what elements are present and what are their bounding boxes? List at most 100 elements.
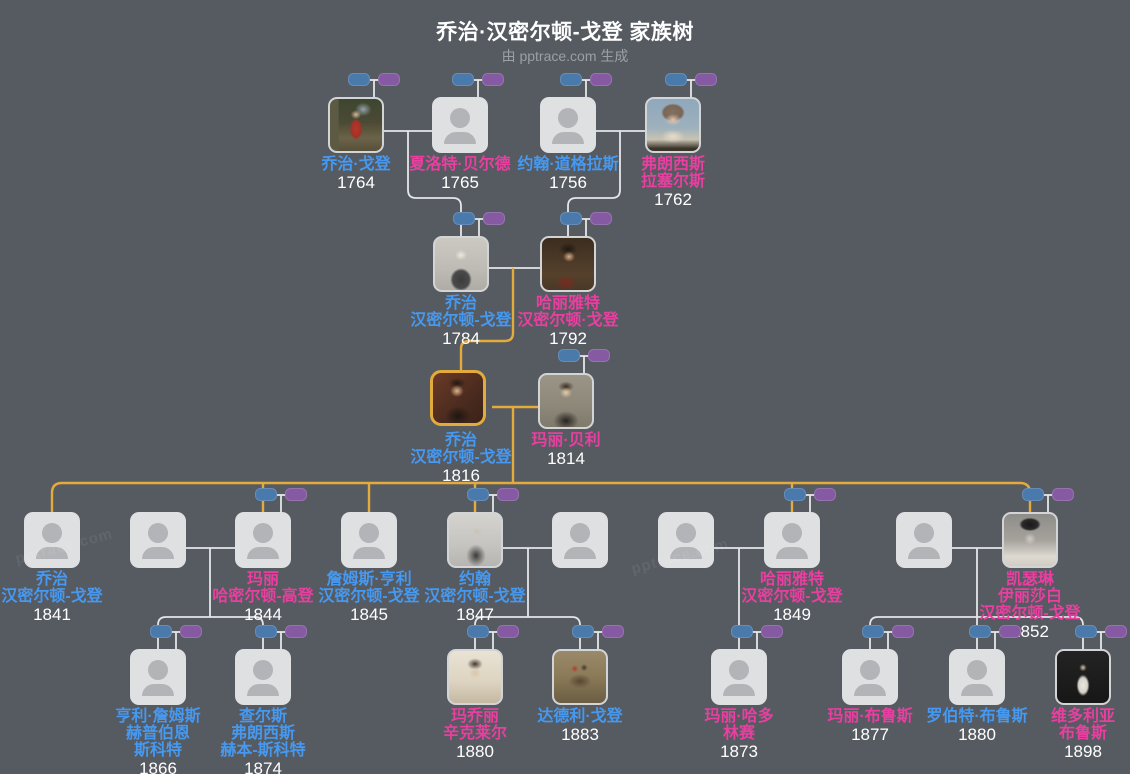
person-birth-year: 1880 (958, 725, 996, 744)
mother-link-icon[interactable] (482, 73, 504, 86)
person-birth-year: 1898 (1064, 742, 1102, 761)
person-name: 玛乔丽 (450, 708, 499, 725)
placeholder-avatar[interactable] (24, 512, 80, 568)
portrait-photo[interactable] (540, 236, 596, 292)
mother-link-icon[interactable] (814, 488, 836, 501)
father-link-icon[interactable] (665, 73, 687, 86)
mother-link-icon[interactable] (180, 625, 202, 638)
mother-link-icon[interactable] (588, 349, 610, 362)
mother-link-icon[interactable] (378, 73, 400, 86)
person-name: 林赛 (722, 725, 755, 742)
father-link-icon[interactable] (1022, 488, 1044, 501)
portrait-photo[interactable] (447, 512, 503, 568)
person-birth-year: 1816 (442, 466, 480, 485)
placeholder-avatar[interactable] (130, 512, 186, 568)
father-link-icon[interactable] (572, 625, 594, 638)
portrait-photo[interactable] (430, 370, 486, 426)
person-name: 汉密尔顿-戈登 (318, 588, 420, 605)
father-link-icon[interactable] (453, 212, 475, 225)
person-name: 汉密尔顿-戈登 (410, 312, 512, 329)
person-birth-year: 1784 (442, 329, 480, 348)
person-birth-year: 1880 (456, 742, 494, 761)
person-name: 詹姆斯·亨利 (326, 571, 412, 588)
mother-link-icon[interactable] (285, 625, 307, 638)
portrait-photo[interactable] (552, 649, 608, 705)
mother-link-icon[interactable] (695, 73, 717, 86)
person-name: 汉密尔顿-戈登 (979, 605, 1081, 622)
portrait-photo[interactable] (645, 97, 701, 153)
father-link-icon[interactable] (784, 488, 806, 501)
father-link-icon[interactable] (1075, 625, 1097, 638)
mother-link-icon[interactable] (590, 212, 612, 225)
father-link-icon[interactable] (467, 625, 489, 638)
placeholder-avatar[interactable] (711, 649, 767, 705)
person-birth-year: 1852 (1011, 622, 1049, 641)
mother-link-icon[interactable] (761, 625, 783, 638)
mother-link-icon[interactable] (999, 625, 1021, 638)
person-name: 乔治·戈登 (321, 156, 391, 173)
mother-link-icon[interactable] (483, 212, 505, 225)
father-link-icon[interactable] (558, 349, 580, 362)
placeholder-avatar[interactable] (658, 512, 714, 568)
father-link-icon[interactable] (862, 625, 884, 638)
father-link-icon[interactable] (467, 488, 489, 501)
mother-link-icon[interactable] (1105, 625, 1127, 638)
placeholder-avatar[interactable] (552, 512, 608, 568)
father-link-icon[interactable] (255, 625, 277, 638)
placeholder-avatar[interactable] (949, 649, 1005, 705)
person-name: 凯瑟琳 (1005, 571, 1054, 588)
mother-link-icon[interactable] (590, 73, 612, 86)
person-name: 伊丽莎白 (997, 588, 1062, 605)
portrait-photo[interactable] (538, 373, 594, 429)
placeholder-avatar[interactable] (540, 97, 596, 153)
father-link-icon[interactable] (560, 212, 582, 225)
portrait-photo[interactable] (447, 649, 503, 705)
placeholder-avatar[interactable] (896, 512, 952, 568)
father-link-icon[interactable] (255, 488, 277, 501)
placeholder-avatar[interactable] (432, 97, 488, 153)
mother-link-icon[interactable] (1052, 488, 1074, 501)
placeholder-avatar[interactable] (764, 512, 820, 568)
father-link-icon[interactable] (150, 625, 172, 638)
person-name: 布鲁斯 (1058, 725, 1107, 742)
portrait-photo[interactable] (328, 97, 384, 153)
father-link-icon[interactable] (731, 625, 753, 638)
person-birth-year: 1764 (337, 173, 375, 192)
father-link-icon[interactable] (560, 73, 582, 86)
portrait-photo[interactable] (1055, 649, 1111, 705)
placeholder-avatar[interactable] (842, 649, 898, 705)
person-name: 赫本-斯科特 (220, 742, 306, 759)
placeholder-avatar[interactable] (341, 512, 397, 568)
person-name: 亨利·詹姆斯 (115, 708, 201, 725)
placeholder-avatar[interactable] (130, 649, 186, 705)
mother-link-icon[interactable] (892, 625, 914, 638)
mother-link-icon[interactable] (602, 625, 624, 638)
person-name: 罗伯特·布鲁斯 (926, 708, 1028, 725)
father-link-icon[interactable] (452, 73, 474, 86)
person-birth-year: 1756 (549, 173, 587, 192)
portrait-photo[interactable] (1002, 512, 1058, 568)
father-link-icon[interactable] (969, 625, 991, 638)
person-name: 弗朗西斯 (230, 725, 295, 742)
person-name: 玛丽·布鲁斯 (827, 708, 913, 725)
person-name: 哈丽雅特 (759, 571, 824, 588)
mother-link-icon[interactable] (497, 625, 519, 638)
father-link-icon[interactable] (348, 73, 370, 86)
placeholder-avatar[interactable] (235, 649, 291, 705)
person-birth-year: 1814 (547, 449, 585, 468)
mother-link-icon[interactable] (497, 488, 519, 501)
portrait-photo[interactable] (433, 236, 489, 292)
person-name: 拉塞尔斯 (640, 173, 705, 190)
placeholder-avatar[interactable] (235, 512, 291, 568)
mother-link-icon[interactable] (285, 488, 307, 501)
